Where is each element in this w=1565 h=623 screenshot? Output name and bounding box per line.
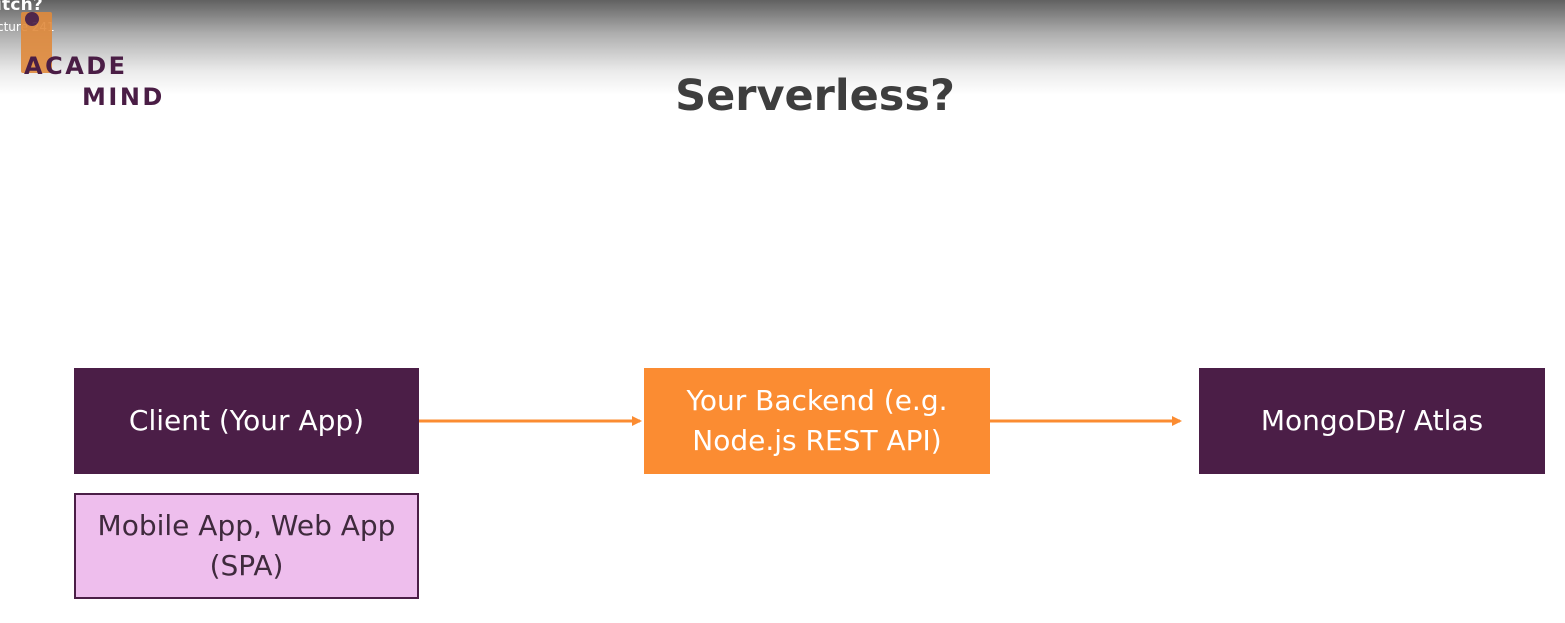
slide-title: Serverless? [675,71,955,121]
database-node-label: MongoDB/ Atlas [1260,404,1484,437]
client-type-node: Mobile App, Web App (SPA) [74,493,419,599]
logo-bookmark-icon [21,12,52,73]
client-node-label: Client (Your App) [128,404,365,437]
database-node: MongoDB/ Atlas [1199,368,1545,474]
backend-node: Your Backend (e.g. Node.js REST API) [644,368,990,474]
logo-text-line1: ACADE [24,52,128,80]
video-title: itch? [0,0,43,15]
client-type-node-label: Mobile App, Web App (SPA) [97,509,396,582]
video-header-overlay [0,0,1565,95]
client-node: Client (Your App) [74,368,419,474]
backend-node-label: Your Backend (e.g. Node.js REST API) [686,384,948,457]
logo-text-line2: MIND [82,83,165,111]
